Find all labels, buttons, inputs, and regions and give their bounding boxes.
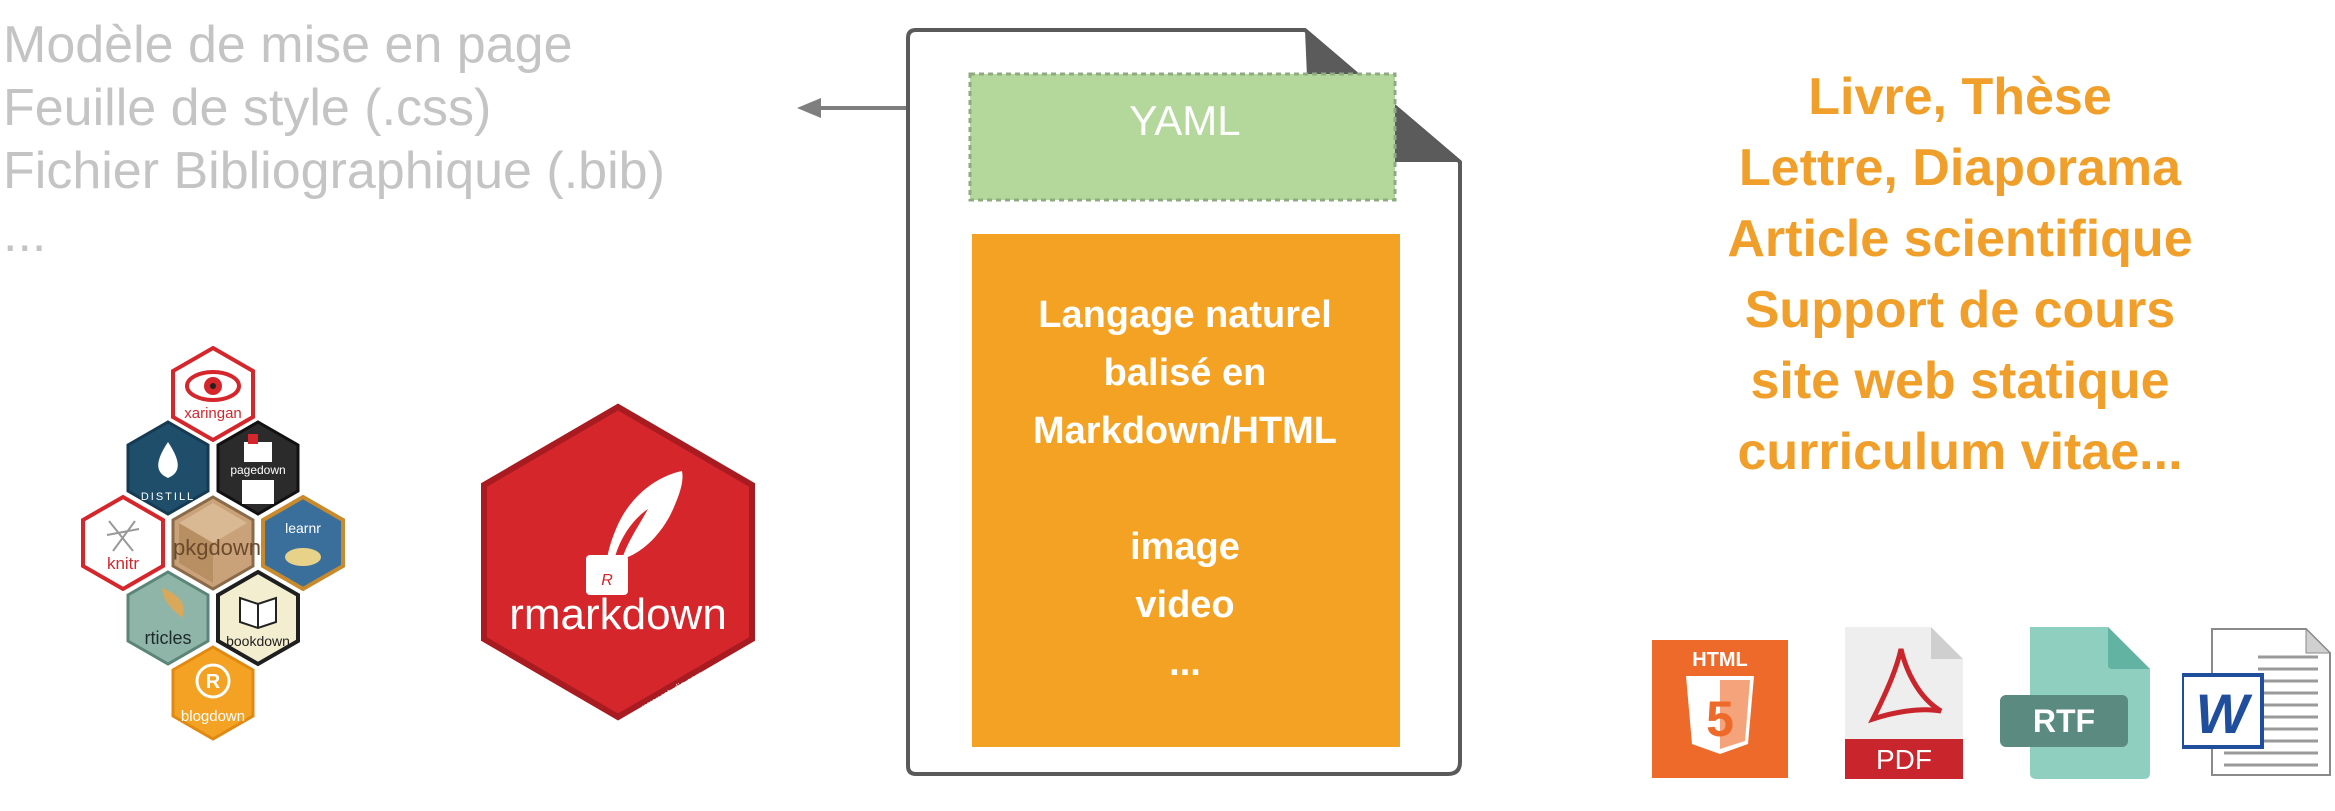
ink-bottle-icon <box>586 555 628 595</box>
package-hex-cluster: xaringan DISTILL pagedown knitr pkgdown … <box>81 346 345 741</box>
rmarkdown-logo: R rmarkdown www.rstudio.com <box>481 403 755 721</box>
xaringan-hex: xaringan <box>171 346 255 442</box>
body-line: Markdown/HTML <box>1033 410 1337 452</box>
body-line: balisé en <box>1103 352 1267 394</box>
output-item: Livre, Thèse <box>1808 68 2112 126</box>
bookdown-label: bookdown <box>226 633 290 649</box>
blogdown-hex: R blogdown <box>171 645 255 741</box>
pkgdown-label: pkgdown <box>173 535 261 560</box>
outputs-list: Livre, Thèse Lettre, Diaporama Article s… <box>1640 62 2280 488</box>
word-letter: W <box>2196 682 2253 745</box>
blogdown-label: blogdown <box>181 708 245 725</box>
knitr-label: knitr <box>107 554 139 573</box>
pagedown-label: pagedown <box>230 463 285 477</box>
body-line: Langage naturel <box>1038 294 1332 336</box>
xaringan-label: xaringan <box>184 405 242 422</box>
output-item: Lettre, Diaporama <box>1738 139 2182 197</box>
output-item: site web statique <box>1750 352 2170 410</box>
learnr-label: learnr <box>285 520 321 536</box>
html-label: HTML <box>1692 649 1748 671</box>
output-item: Support de cours <box>1744 281 2176 339</box>
rticles-label: rticles <box>144 628 191 648</box>
rticles-hex: rticles <box>126 570 210 666</box>
document-body-text: Langage naturel balisé en Markdown/HTML … <box>970 286 1400 692</box>
yaml-label: YAML <box>1129 97 1241 144</box>
rtf-label: RTF <box>2033 703 2095 739</box>
pdf-icon: PDF <box>1845 627 1963 779</box>
output-item: curriculum vitae... <box>1737 423 2183 481</box>
html5-icon: HTML 5 <box>1652 640 1788 778</box>
svg-text:R: R <box>206 671 221 693</box>
bookdown-hex: bookdown <box>216 570 300 666</box>
quill-icon <box>606 471 683 563</box>
html-number: 5 <box>1706 691 1734 747</box>
input-item-stylesheet: Feuille de style (.css) <box>3 79 492 137</box>
input-item-bibliography: Fichier Bibliographique (.bib) <box>3 142 665 200</box>
output-item: Article scientifique <box>1727 210 2193 268</box>
distill-label: DISTILL <box>141 491 195 503</box>
input-item-template: Modèle de mise en page <box>3 16 573 74</box>
pagedown-hex: pagedown <box>216 420 300 516</box>
rmarkdown-label: rmarkdown <box>509 590 727 639</box>
svg-text:R: R <box>601 572 613 589</box>
learnr-hex: learnr <box>261 495 345 591</box>
knitr-hex: knitr <box>81 495 165 591</box>
pkgdown-hex: pkgdown <box>171 495 261 591</box>
distill-hex: DISTILL <box>126 420 210 516</box>
body-line: video <box>1135 584 1235 626</box>
rtf-icon: RTF <box>2000 627 2150 779</box>
input-item-more: ... <box>3 205 47 263</box>
inputs-list: Modèle de mise en page Feuille de style … <box>0 14 760 266</box>
pdf-label: PDF <box>1876 744 1932 775</box>
body-line: image <box>1130 526 1240 568</box>
body-line: ... <box>1169 642 1201 684</box>
word-icon: W <box>2182 627 2332 776</box>
document-page <box>906 28 1462 776</box>
